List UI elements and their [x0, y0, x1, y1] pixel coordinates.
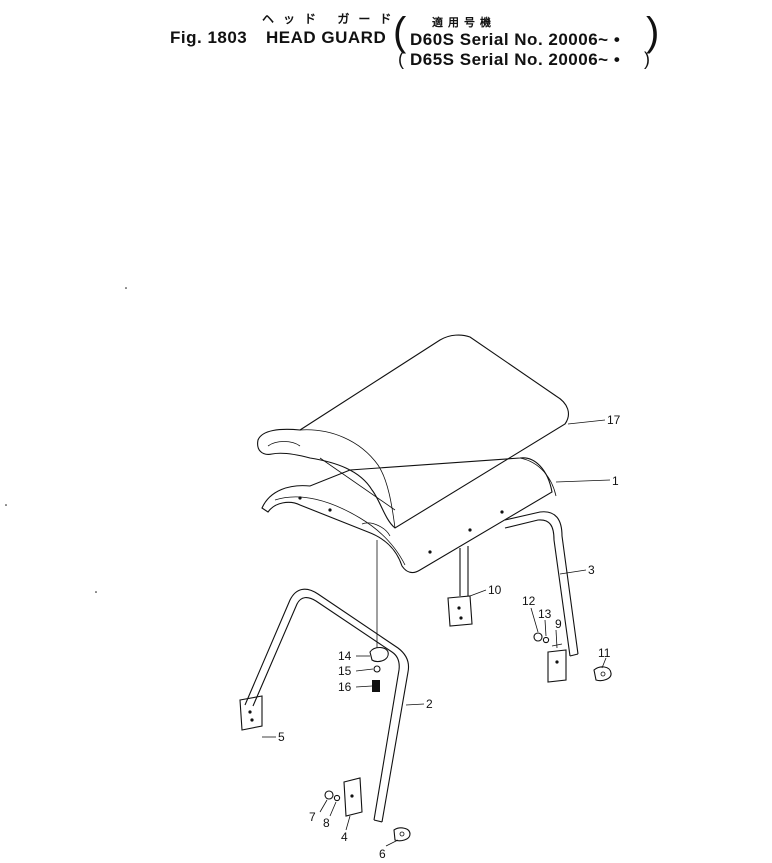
callout-7: 7 — [309, 810, 316, 824]
frame-part-1 — [261, 457, 557, 574]
figure-title: HEAD GUARD — [266, 28, 387, 47]
front-tube-part-2 — [244, 588, 410, 823]
serial-range-d60s: D60S Serial No. 20006~ • — [410, 30, 621, 49]
callout-17: 17 — [607, 413, 621, 427]
rear-tube-part-3 — [504, 511, 579, 657]
leader-lines — [262, 419, 611, 847]
bracket-part-4 — [343, 777, 363, 817]
figure-header: ヘッド ガード Fig. 1803 HEAD GUARD ( 適用号機 D60S… — [0, 0, 772, 80]
nut-part-7 — [324, 790, 334, 800]
scan-specks — [5, 287, 127, 593]
callout-9: 9 — [555, 617, 562, 631]
bracket-open-icon: ( — [398, 49, 404, 69]
bracket-open-icon: ( — [393, 10, 407, 54]
bracket-part-10 — [447, 546, 473, 627]
figure-number: Fig. 1803 — [170, 28, 248, 47]
callout-16: 16 — [338, 680, 352, 694]
roof-panel-part-17 — [257, 334, 569, 529]
foot-bracket-part-9 — [547, 643, 567, 683]
title-japanese: ヘッド ガード — [262, 12, 401, 26]
callout-4: 4 — [341, 830, 348, 844]
callout-1: 1 — [612, 474, 619, 488]
foot-bracket-part-5 — [239, 695, 263, 731]
plate-part-11 — [593, 666, 612, 682]
callout-12: 12 — [522, 594, 536, 608]
callout-10: 10 — [488, 583, 502, 597]
washer-part-8 — [333, 794, 341, 802]
callout-13: 13 — [538, 607, 552, 621]
nut-part-12 — [533, 632, 543, 642]
bracket-close-icon: ) — [646, 10, 660, 54]
washer-part-15 — [373, 665, 381, 673]
washer-part-13 — [542, 636, 550, 644]
callout-2: 2 — [426, 697, 433, 711]
callout-5: 5 — [278, 730, 285, 744]
plate-part-6 — [393, 827, 411, 842]
callout-15: 15 — [338, 664, 352, 678]
hinge-part-14 — [369, 646, 389, 663]
bolt-part-16 — [372, 680, 380, 692]
callout-14: 14 — [338, 649, 352, 663]
applicable-models-label: 適用号機 — [432, 17, 496, 29]
serial-range-d65s: D65S Serial No. 20006~ • — [410, 50, 621, 69]
callout-6: 6 — [379, 847, 386, 861]
callout-8: 8 — [323, 816, 330, 830]
callout-11: 11 — [598, 646, 611, 660]
callout-3: 3 — [588, 563, 595, 577]
bracket-close-icon: ) — [644, 49, 650, 69]
